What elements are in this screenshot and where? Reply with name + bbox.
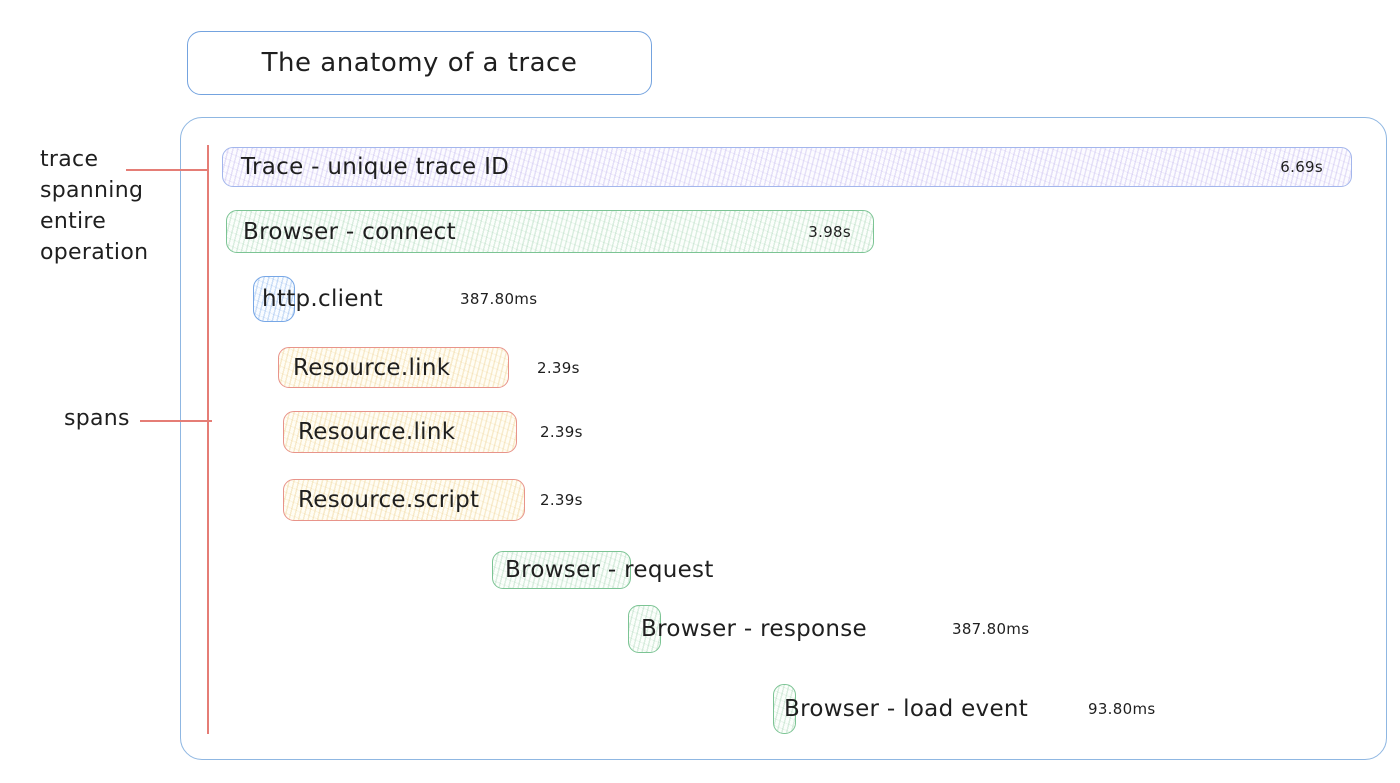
span-browser-response-label: Browser - response: [641, 616, 867, 642]
span-browser-request-bar: [492, 551, 631, 589]
title-box: The anatomy of a trace: [187, 31, 652, 95]
span-trace-duration: 6.69s: [1280, 158, 1323, 176]
span-resource-link-2-duration: 2.39s: [540, 423, 583, 441]
span-browser-response-bar: [628, 605, 661, 653]
span-browser-connect-duration: 3.98s: [808, 222, 851, 241]
annotation-vertical-line: [207, 145, 209, 734]
annotation-trace-connector-line: [126, 169, 208, 171]
span-resource-link-2-bar: Resource.link: [283, 411, 517, 453]
span-resource-link-1-label: Resource.link: [293, 354, 451, 381]
span-browser-load-event-bar: [773, 684, 796, 734]
annotation-spans-connector-line: [140, 420, 212, 422]
span-resource-script-duration: 2.39s: [540, 491, 583, 509]
span-browser-load-event-duration: 93.80ms: [1088, 700, 1156, 718]
span-trace-label: Trace - unique trace ID: [241, 154, 510, 180]
annotation-spans: spans: [64, 406, 130, 431]
page-title: The anatomy of a trace: [261, 48, 578, 78]
span-browser-response-duration: 387.80ms: [952, 620, 1030, 638]
span-trace-bar: Trace - unique trace ID 6.69s: [222, 147, 1352, 187]
span-http-client-bar: [253, 276, 295, 322]
span-resource-script-label: Resource.script: [298, 487, 480, 513]
span-browser-connect-bar: Browser - connect 3.98s: [226, 210, 874, 253]
span-browser-connect-label: Browser - connect: [243, 218, 456, 245]
span-resource-link-1-bar: Resource.link: [278, 347, 509, 388]
span-http-client-label: http.client: [262, 286, 383, 312]
span-resource-link-2-label: Resource.link: [298, 419, 456, 445]
span-http-client-duration: 387.80ms: [460, 290, 538, 308]
span-resource-script-bar: Resource.script: [283, 479, 525, 521]
span-resource-link-1-duration: 2.39s: [537, 358, 580, 377]
span-browser-request-label: Browser - request: [505, 557, 714, 583]
annotation-trace-spanning: trace spanning entire operation: [40, 147, 149, 265]
span-browser-load-event-label: Browser - load event: [784, 696, 1029, 722]
